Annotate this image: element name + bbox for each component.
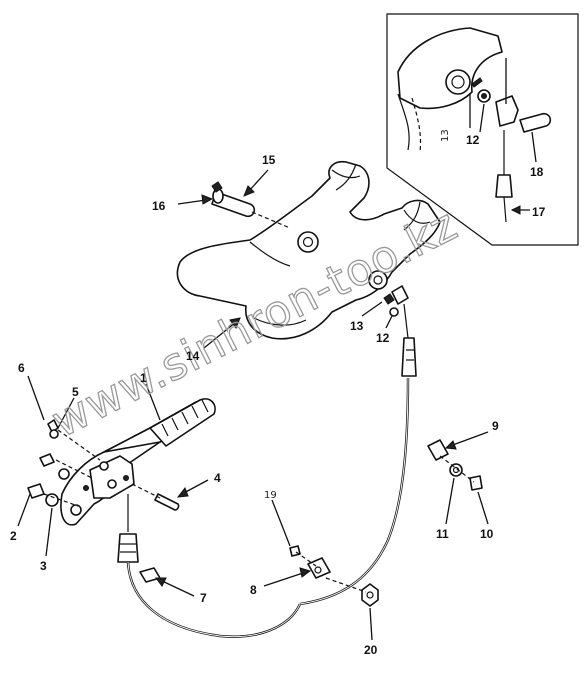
callout-13-main: 13: [350, 319, 364, 333]
assembly-lines: [43, 211, 475, 593]
brake-cable: [117, 285, 417, 638]
callout-10: 10: [480, 527, 494, 541]
callout-19: 19: [264, 490, 277, 501]
brake-lever: [60, 398, 216, 526]
callout-12-inset: 12: [466, 133, 480, 147]
callout-18: 18: [530, 165, 544, 179]
callout-9: 9: [492, 419, 499, 433]
detail-inset: [386, 13, 579, 246]
callout-5: 5: [72, 385, 79, 399]
callout-16: 16: [152, 199, 166, 213]
callout-13-inset: 13: [440, 129, 451, 142]
callout-17: 17: [532, 205, 546, 219]
callout-15: 15: [262, 153, 276, 167]
pivot-pin: [211, 181, 256, 218]
mounting-bracket: [176, 160, 441, 340]
callout-labels: 1 2 3 4 5 6 7 8 9 10 11 12 12 13 13 14 1…: [10, 129, 546, 657]
callout-14: 14: [186, 349, 200, 363]
callout-7: 7: [200, 591, 207, 605]
callout-1: 1: [140, 371, 147, 385]
callout-4: 4: [214, 471, 221, 485]
callout-8: 8: [250, 583, 257, 597]
callout-2: 2: [10, 529, 17, 543]
callout-20: 20: [364, 643, 378, 657]
callout-3: 3: [40, 559, 47, 573]
callout-12-main: 12: [376, 331, 390, 345]
leader-arrows: [17, 169, 489, 641]
callout-11: 11: [436, 527, 449, 541]
callout-6: 6: [18, 361, 25, 375]
